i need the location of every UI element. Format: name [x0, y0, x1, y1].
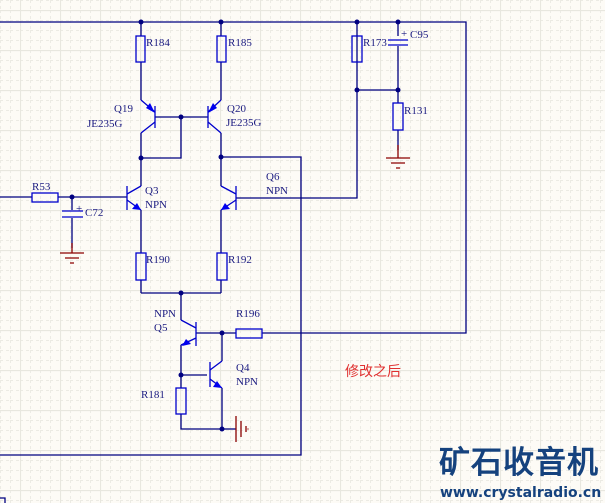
emitter-arrow-icon — [146, 103, 155, 113]
watermark-url: www.crystalradio.cn — [440, 485, 601, 501]
c72-polarity: + — [76, 203, 82, 215]
junction-dot — [354, 19, 360, 25]
watermark: 矿石收音机 www.crystalradio.cn — [439, 445, 601, 501]
r131-label: R131 — [404, 105, 428, 117]
r184-label: R184 — [146, 37, 170, 49]
resistor-r181[interactable]: R181 — [141, 387, 187, 415]
junction-dot — [178, 372, 184, 378]
resistor-body — [216, 252, 228, 281]
resistor-body — [135, 252, 147, 281]
wire-q6-base[interactable] — [236, 22, 358, 199]
resistor-r184[interactable]: R184 — [135, 35, 170, 63]
emitter-arrow-icon — [213, 381, 222, 388]
ground-r131 — [386, 145, 410, 169]
q19-ref: Q19 — [114, 103, 133, 115]
watermark-title: 矿石收音机 — [439, 445, 599, 481]
transistor-q5[interactable]: NPN Q5 — [154, 308, 197, 346]
resistor-body — [216, 35, 227, 63]
capacitor-plates — [62, 210, 83, 218]
q20-part: JE235G — [226, 117, 262, 129]
resistor-r131[interactable]: R131 — [392, 102, 428, 131]
wire-q5-emitter[interactable] — [180, 345, 207, 388]
junction-dot — [219, 330, 225, 336]
junction-dot — [395, 87, 401, 93]
r181-label: R181 — [141, 389, 165, 401]
transistor-q4[interactable]: Q4 NPN — [209, 360, 258, 389]
resistor-r192[interactable]: R192 — [216, 252, 252, 281]
c95-polarity: + — [401, 28, 407, 40]
transistor-q19[interactable]: Q19 JE235G — [87, 99, 156, 134]
capacitor-plates — [388, 39, 408, 46]
resistor-r185[interactable]: R185 — [216, 35, 252, 63]
junction-dot — [69, 194, 75, 200]
resistor-body — [392, 102, 404, 131]
junction-dot — [138, 155, 144, 161]
emitter-arrow-icon — [208, 103, 217, 113]
ground-c72 — [60, 243, 84, 264]
emitter-arrow-icon — [221, 203, 230, 210]
junction-dot — [219, 426, 225, 432]
q6-ref: Q6 — [266, 171, 280, 183]
q4-part: NPN — [236, 376, 258, 388]
q19-part: JE235G — [87, 118, 123, 130]
resistor-r173[interactable]: R173 — [351, 35, 387, 63]
q5-part: NPN — [154, 308, 176, 320]
transistor-q6[interactable]: Q6 NPN — [220, 171, 288, 211]
resistor-body — [235, 328, 263, 339]
ground-q4 — [235, 416, 249, 442]
c95-label: C95 — [410, 29, 429, 41]
junction-dot — [218, 19, 224, 25]
q20-ref: Q20 — [227, 103, 246, 115]
r190-label: R190 — [146, 254, 170, 266]
resistor-body — [135, 35, 146, 63]
q3-ref: Q3 — [145, 185, 159, 197]
resistor-r53[interactable]: R53 — [31, 181, 59, 203]
capacitor-c72[interactable]: + C72 — [62, 203, 103, 219]
annotation-text: 修改之后 — [345, 364, 401, 380]
junction-dot — [354, 87, 360, 93]
r173-label: R173 — [363, 37, 387, 49]
wire-mirror-diode[interactable] — [141, 117, 182, 159]
wire-offsheet — [0, 497, 6, 503]
wire-top-rail[interactable] — [0, 21, 467, 334]
wire-r181-bottom[interactable] — [180, 388, 223, 430]
resistor-body — [31, 192, 59, 203]
junction-dot — [178, 114, 184, 120]
junction-dot — [218, 154, 224, 160]
r185-label: R185 — [228, 37, 252, 49]
junction-dot — [395, 19, 401, 25]
junctions — [69, 19, 401, 432]
ground-icon — [235, 416, 249, 442]
c72-label: C72 — [85, 207, 103, 219]
transistor-q3[interactable]: Q3 NPN — [126, 185, 167, 211]
q6-part: NPN — [266, 185, 288, 197]
emitter-arrow-icon — [182, 339, 191, 346]
ground-icon — [386, 145, 410, 169]
r53-label: R53 — [32, 181, 51, 193]
q5-ref: Q5 — [154, 322, 168, 334]
wire-output-loop[interactable] — [0, 156, 302, 456]
r196-label: R196 — [236, 308, 260, 320]
resistor-body — [175, 387, 187, 415]
resistor-body — [351, 35, 363, 63]
resistor-r196[interactable]: R196 — [235, 308, 263, 339]
r192-label: R192 — [228, 254, 252, 266]
ground-icon — [60, 243, 84, 264]
resistor-r190[interactable]: R190 — [135, 252, 170, 281]
q4-ref: Q4 — [236, 362, 250, 374]
transistor-q20[interactable]: Q20 JE235G — [207, 99, 262, 134]
junction-dot — [138, 19, 144, 25]
q3-part: NPN — [145, 199, 167, 211]
capacitor-c95[interactable]: + C95 — [388, 28, 429, 46]
emitter-arrow-icon — [132, 203, 141, 210]
junction-dot — [178, 290, 184, 296]
